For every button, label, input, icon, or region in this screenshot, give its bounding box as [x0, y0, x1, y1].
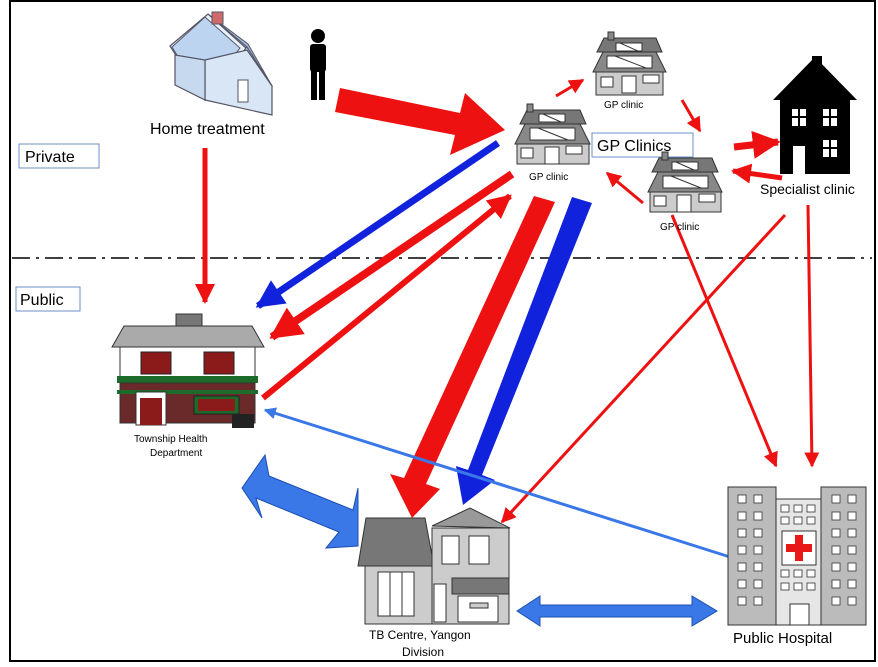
arrow-gp-to-tb-red — [390, 196, 555, 518]
gp-clinic-top-label: GP clinic — [604, 100, 643, 111]
hospital-label: Public Hospital — [733, 630, 832, 647]
gp-clinic-left-label: GP clinic — [529, 172, 568, 183]
arrow-gp-left-to-top — [555, 78, 585, 98]
hospital-icon — [727, 486, 867, 626]
public-label: Public — [15, 286, 81, 312]
person-icon — [310, 29, 326, 100]
township-label-line2: Department — [150, 448, 202, 459]
arrow-gp-to-tb-blue — [456, 197, 592, 505]
specialist-clinic-label: Specialist clinic — [760, 181, 855, 197]
arrow-township-to-gp-red — [261, 193, 512, 401]
specialist-clinic-icon — [773, 56, 857, 174]
arrow-gp-to-township-blue — [255, 140, 500, 309]
arrow-gp-top-to-right — [680, 99, 702, 133]
tb-centre-building-icon — [357, 507, 511, 625]
gp-clinic-right-label: GP clinic — [660, 222, 699, 233]
arrow-gp-to-specialist — [733, 130, 781, 159]
gp-clinic-icon — [592, 31, 667, 96]
arrow-hospital-to-township — [263, 407, 731, 559]
house-icon — [169, 11, 273, 116]
arrow-gp-to-hospital — [670, 214, 778, 468]
arrow-specialist-to-hospital — [804, 204, 820, 468]
private-label-text: Private — [25, 149, 75, 166]
arrow-gp-to-township-red — [269, 170, 515, 341]
township-building-icon — [111, 313, 265, 428]
arrow-gp-right-to-left — [605, 171, 644, 205]
township-label-line1: Township Health — [134, 434, 207, 445]
arrow-tb-hospital-double — [516, 595, 718, 627]
arrow-specialist-to-gp — [731, 163, 783, 184]
private-label: Private — [18, 143, 100, 169]
gp-clinics-title: GP Clinics — [591, 132, 694, 158]
tb-centre-label-line1: TB Centre, Yangon — [369, 628, 471, 642]
tb-centre-label-line2: Division — [402, 645, 444, 659]
arrow-specialist-to-tb — [500, 213, 787, 524]
public-label-text: Public — [20, 292, 64, 309]
arrow-township-tb-double — [241, 453, 359, 549]
home-treatment-label: Home treatment — [150, 121, 265, 138]
gp-clinic-icon — [647, 151, 723, 213]
arrow-person-to-gp — [335, 88, 505, 155]
gp-clinics-title-text: GP Clinics — [597, 138, 671, 155]
gp-clinic-icon — [514, 103, 591, 165]
